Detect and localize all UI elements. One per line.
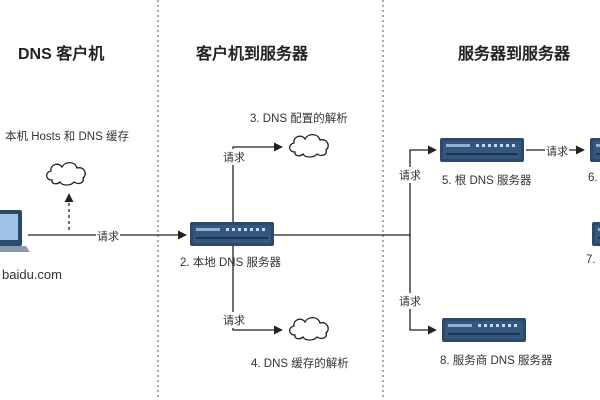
request-label-isp: 请求 bbox=[398, 293, 422, 309]
root-dns-server-icon bbox=[440, 138, 524, 162]
cache-lookup-arrow bbox=[232, 246, 283, 335]
server7-label: 7. bbox=[586, 254, 596, 266]
column-title-client-to-server: 客户机到服务器 bbox=[196, 46, 309, 63]
local-dns-label: 2. 本地 DNS 服务器 bbox=[180, 257, 281, 269]
server-7-icon bbox=[592, 222, 600, 246]
dns-config-cloud-icon bbox=[288, 133, 329, 158]
hosts-cache-cloud-icon bbox=[45, 161, 86, 186]
request-label-client: 请求 bbox=[96, 228, 120, 244]
request-label-cache: 请求 bbox=[222, 312, 246, 328]
server-6-icon bbox=[590, 138, 600, 162]
root-request-arrow bbox=[409, 145, 437, 235]
laptop-icon bbox=[0, 210, 30, 252]
local-dns-server-icon bbox=[190, 222, 274, 246]
request-label-server6: 请求 bbox=[545, 143, 569, 159]
server6-label: 6. bbox=[588, 172, 598, 184]
column-title-client: DNS 客户机 bbox=[18, 46, 105, 63]
dns-cache-label: 4. DNS 缓存的解析 bbox=[251, 358, 349, 370]
dns-cache-cloud-icon bbox=[288, 316, 329, 341]
isp-request-arrow bbox=[409, 235, 437, 335]
domain-label: baidu.com bbox=[2, 267, 62, 282]
isp-dns-server-icon bbox=[442, 318, 526, 342]
request-label-root: 请求 bbox=[398, 167, 422, 183]
request-label-config: 请求 bbox=[222, 149, 246, 165]
isp-dns-label: 8. 服务商 DNS 服务器 bbox=[440, 355, 553, 367]
root-dns-label: 5. 根 DNS 服务器 bbox=[442, 175, 532, 187]
column-title-server-to-server: 服务器到服务器 bbox=[458, 46, 571, 63]
config-lookup-arrow bbox=[232, 142, 283, 222]
local-hosts-label: 本机 Hosts 和 DNS 缓存 bbox=[5, 131, 129, 143]
dns-config-label: 3. DNS 配置的解析 bbox=[250, 113, 348, 125]
